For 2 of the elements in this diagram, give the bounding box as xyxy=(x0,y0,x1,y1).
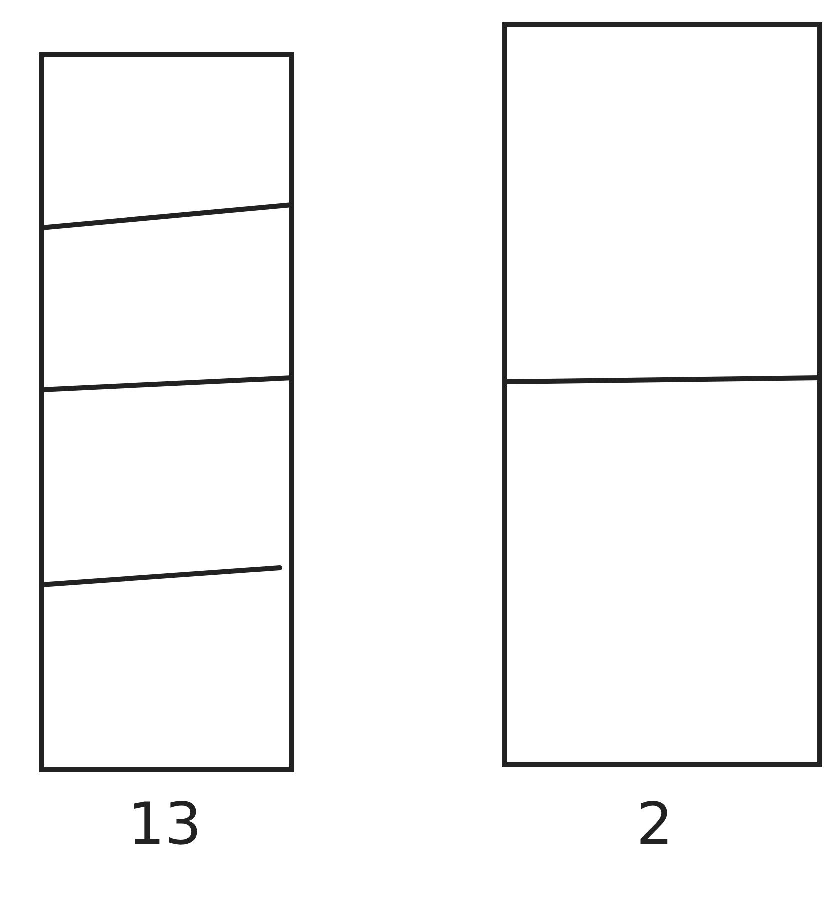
number-label: 2 xyxy=(636,790,674,858)
number-label: 13 xyxy=(127,790,203,858)
